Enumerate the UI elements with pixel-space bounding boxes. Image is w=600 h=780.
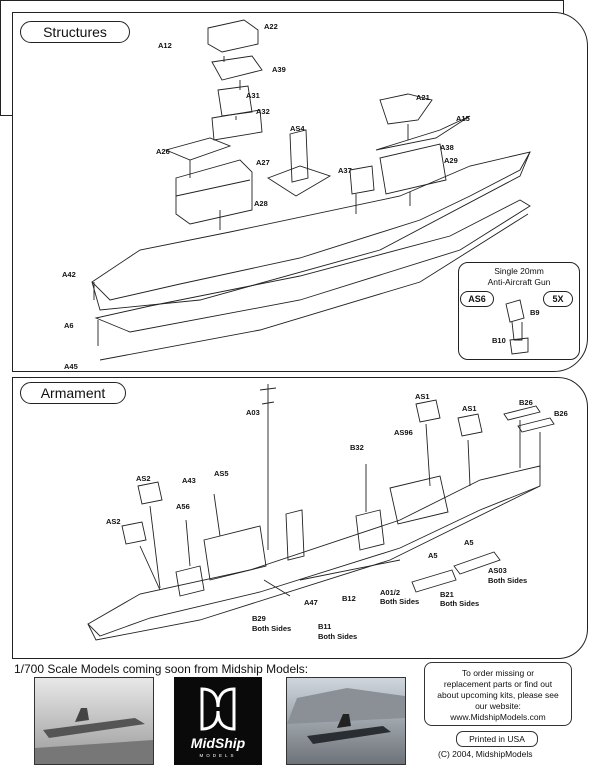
single-20mm-gun-inset: Single 20mm Anti-Aircraft Gun	[458, 262, 580, 360]
part-label-a28: A28	[254, 199, 268, 208]
order-line-2: replacement parts or find out	[443, 679, 553, 689]
part-label-a26: A26	[156, 147, 170, 156]
part-label-a29: A29	[444, 156, 458, 165]
part-label-b9: B9	[530, 308, 540, 317]
order-line-4: our website:	[475, 701, 521, 711]
coming-soon-heading: 1/700 Scale Models coming soon from Mids…	[14, 662, 309, 676]
gun-part-code-tag: AS6	[460, 291, 494, 307]
copyright-notice: (C) 2004, MidshipModels	[438, 749, 533, 759]
part-label-a15: A15	[456, 114, 470, 123]
part-label-b12: B12	[342, 594, 356, 603]
logo-subtext: MODELS	[199, 753, 237, 758]
part-label-a47: A47	[304, 598, 318, 607]
midship-models-logo: MidShip MODELS	[174, 677, 262, 765]
part-label-a5-right: A5	[464, 538, 474, 547]
part-label-a5-left: A5	[428, 551, 438, 560]
part-note-b11: Both Sides	[318, 632, 358, 641]
part-label-a012: A01/2	[380, 588, 401, 597]
gun-inset-title-line1: Single 20mm	[494, 266, 544, 276]
gun-inset-title-line2: Anti-Aircraft Gun	[487, 277, 551, 287]
part-note-as03: Both Sides	[488, 576, 528, 585]
structures-heading: Structures	[20, 21, 130, 43]
part-note-a012: Both Sides	[380, 597, 420, 606]
midship-logo-mark	[200, 687, 236, 731]
part-label-b26-right: B26	[554, 409, 568, 418]
website-link[interactable]: www.MidshipModels.com	[450, 712, 546, 722]
part-note-b21: Both Sides	[440, 599, 480, 608]
part-label-a38: A38	[440, 143, 454, 152]
part-label-a03: A03	[246, 408, 260, 417]
destroyer-photo-left	[34, 677, 154, 765]
part-label-b32: B32	[350, 443, 364, 452]
part-label-a22: A22	[264, 22, 278, 31]
part-label-as2-lower: AS2	[106, 517, 121, 526]
part-label-a45: A45	[64, 362, 78, 371]
part-label-b10: B10	[492, 336, 506, 345]
order-line-1: To order missing or	[461, 668, 535, 678]
part-note-b29: Both Sides	[252, 624, 292, 633]
part-label-a56: A56	[176, 502, 190, 511]
part-label-a32: A32	[256, 107, 270, 116]
part-label-b26-top: B26	[519, 398, 533, 407]
printed-in-usa: Printed in USA	[456, 731, 538, 747]
part-label-a6: A6	[64, 321, 74, 330]
part-label-as2-upper: AS2	[136, 474, 151, 483]
gun-quantity-tag: 5X	[543, 291, 573, 307]
part-label-a31: A31	[246, 91, 260, 100]
part-label-a43: A43	[182, 476, 196, 485]
part-label-b11: B11	[318, 622, 332, 631]
armament-heading: Armament	[20, 382, 126, 404]
order-info-box: To order missing or replacement parts or…	[424, 662, 572, 726]
part-label-as03: AS03	[488, 566, 507, 575]
part-label-as4: AS4	[290, 124, 305, 133]
part-label-a27: A27	[256, 158, 270, 167]
part-label-as5: AS5	[214, 469, 229, 478]
part-label-a42: A42	[62, 270, 76, 279]
part-label-a12: A12	[158, 41, 172, 50]
part-label-b29: B29	[252, 614, 266, 623]
part-label-b21: B21	[440, 590, 454, 599]
part-label-as96: AS96	[394, 428, 413, 437]
order-line-3: about upcoming kits, please see	[437, 690, 559, 700]
part-label-as1-right: AS1	[462, 404, 477, 413]
part-label-as1-left: AS1	[415, 392, 430, 401]
part-label-a21: A21	[416, 93, 430, 102]
part-label-a37: A37	[338, 166, 352, 175]
logo-wordmark: MidShip	[190, 735, 246, 751]
part-label-a39-top: A39	[272, 65, 286, 74]
destroyer-photo-right	[286, 677, 406, 765]
